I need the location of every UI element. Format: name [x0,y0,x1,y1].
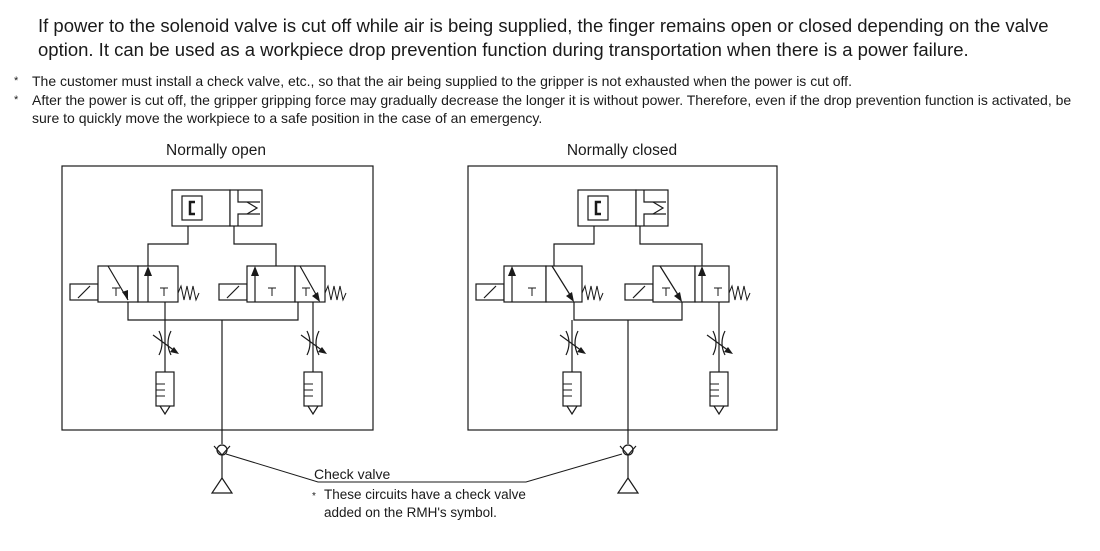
solenoid-valve-right-2 [624,265,751,303]
solenoid-valve-right-1 [475,265,604,303]
air-supply-symbol [616,476,640,494]
circuit-frame [467,165,778,431]
solenoid-valve-left-1 [69,265,200,303]
check-valve-label: Check valve [314,466,390,482]
air-supply-symbol [210,476,234,494]
note-text: After the power is cut off, the gripper … [32,91,1072,127]
gripper-symbol [170,188,264,228]
check-valve-note-mark: * [312,491,316,502]
note-mark: * [14,75,19,87]
check-valve-symbol [213,444,231,456]
circuit-normally-closed [467,165,778,494]
notes-list: * The customer must install a check valv… [14,72,1094,128]
note-text: The customer must install a check valve,… [32,73,852,89]
check-valve-note-line1: These circuits have a check valve [324,487,526,502]
intro-text: If power to the solenoid valve is cut of… [38,15,1049,60]
solenoid-valve-left-2 [218,265,347,303]
note-item: * The customer must install a check valv… [14,72,1094,91]
circuit-frame [61,165,374,431]
circuit-normally-open [61,165,374,494]
diagram-title-normally-open: Normally open [166,142,266,159]
note-item: * After the power is cut off, the grippe… [14,91,1094,128]
note-mark: * [14,93,19,106]
gripper-symbol [576,188,670,228]
diagram-title-normally-closed: Normally closed [567,142,677,159]
check-valve-note-line2: added on the RMH's symbol. [324,505,497,520]
check-valve-symbol [619,444,637,456]
check-valve-leader [225,453,623,483]
